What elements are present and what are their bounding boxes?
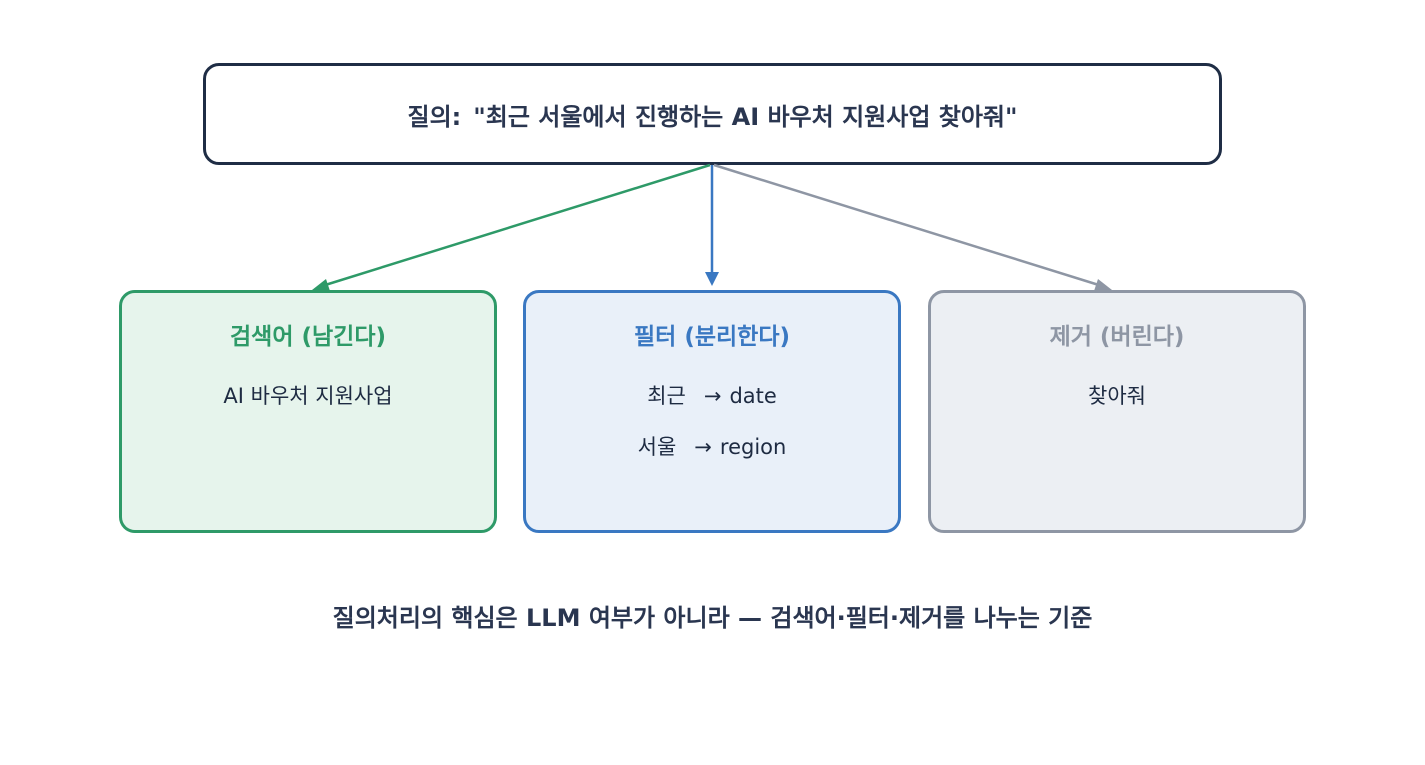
card-filter: 필터 (분리한다) 최근 → date 서울 → region xyxy=(523,290,901,533)
query-label: 질의: xyxy=(407,102,462,131)
item-target: date xyxy=(729,384,777,408)
card-remove: 제거 (버린다) 찾아줘 xyxy=(928,290,1306,533)
item-term: 최근 xyxy=(647,384,686,408)
card-item: AI 바우처 지원사업 xyxy=(122,381,494,432)
query-box: 질의: "최근 서울에서 진행하는 AI 바우처 지원사업 찾아줘" xyxy=(203,63,1222,165)
card-filter-items: 최근 → date 서울 → region xyxy=(526,381,898,483)
arrow-right-icon: → xyxy=(694,435,712,459)
card-keep: 검색어 (남긴다) AI 바우처 지원사업 xyxy=(119,290,497,533)
query-text: "최근 서울에서 진행하는 AI 바우처 지원사업 찾아줘" xyxy=(473,102,1018,131)
card-keep-items: AI 바우처 지원사업 xyxy=(122,381,494,432)
item-term: 서울 xyxy=(637,435,677,459)
arrow-to-filter xyxy=(705,165,719,286)
item-term: 찾아줘 xyxy=(1088,384,1146,408)
item-target: region xyxy=(719,435,787,459)
card-item: 찾아줘 xyxy=(931,381,1303,432)
card-keep-title: 검색어 (남긴다) xyxy=(230,324,386,350)
card-item: 최근 → date xyxy=(526,381,898,432)
arrow-to-keep xyxy=(312,163,711,291)
card-remove-title: 제거 (버린다) xyxy=(1049,324,1185,350)
item-term: AI 바우처 지원사업 xyxy=(223,384,393,408)
card-filter-title: 필터 (분리한다) xyxy=(634,324,790,350)
footer-caption: 질의처리의 핵심은 LLM 여부가 아니라 — 검색어·필터·제거를 나누는 기… xyxy=(332,604,1093,632)
card-item: 서울 → region xyxy=(526,432,898,483)
arrow-right-icon: → xyxy=(703,384,722,408)
card-remove-items: 찾아줘 xyxy=(931,381,1303,432)
arrow-to-remove xyxy=(713,163,1112,291)
